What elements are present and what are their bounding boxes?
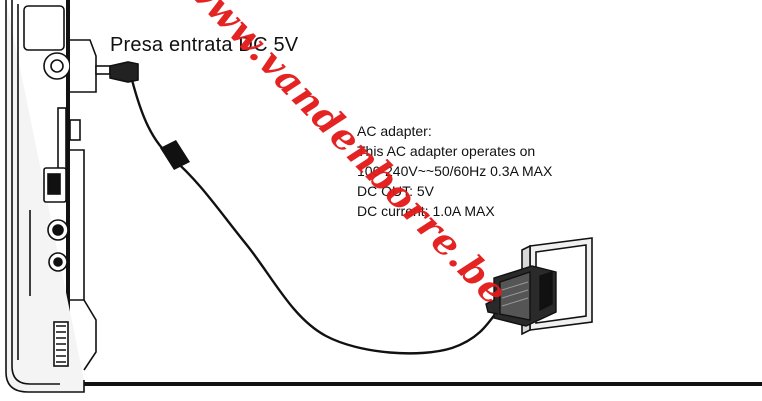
ac-adapter xyxy=(485,265,557,327)
dc-input-port-label: Presa entrata DC 5V xyxy=(110,34,299,56)
adapter-spec-line: This AC adapter operates on xyxy=(357,143,536,159)
ac-adapter-spec: AC adapter: This AC adapter operates on … xyxy=(357,121,552,221)
adapter-spec-line: AC adapter: xyxy=(357,123,432,139)
adapter-spec-line: DC current: 1.0A MAX xyxy=(357,203,495,219)
ferrite-bead xyxy=(160,140,190,170)
adapter-spec-line: DC OUT: 5V xyxy=(357,183,435,199)
adapter-spec-line: 100-240V~~50/60Hz 0.3A MAX xyxy=(357,163,553,179)
portable-player-device xyxy=(5,0,97,393)
dc-plug xyxy=(95,61,139,83)
